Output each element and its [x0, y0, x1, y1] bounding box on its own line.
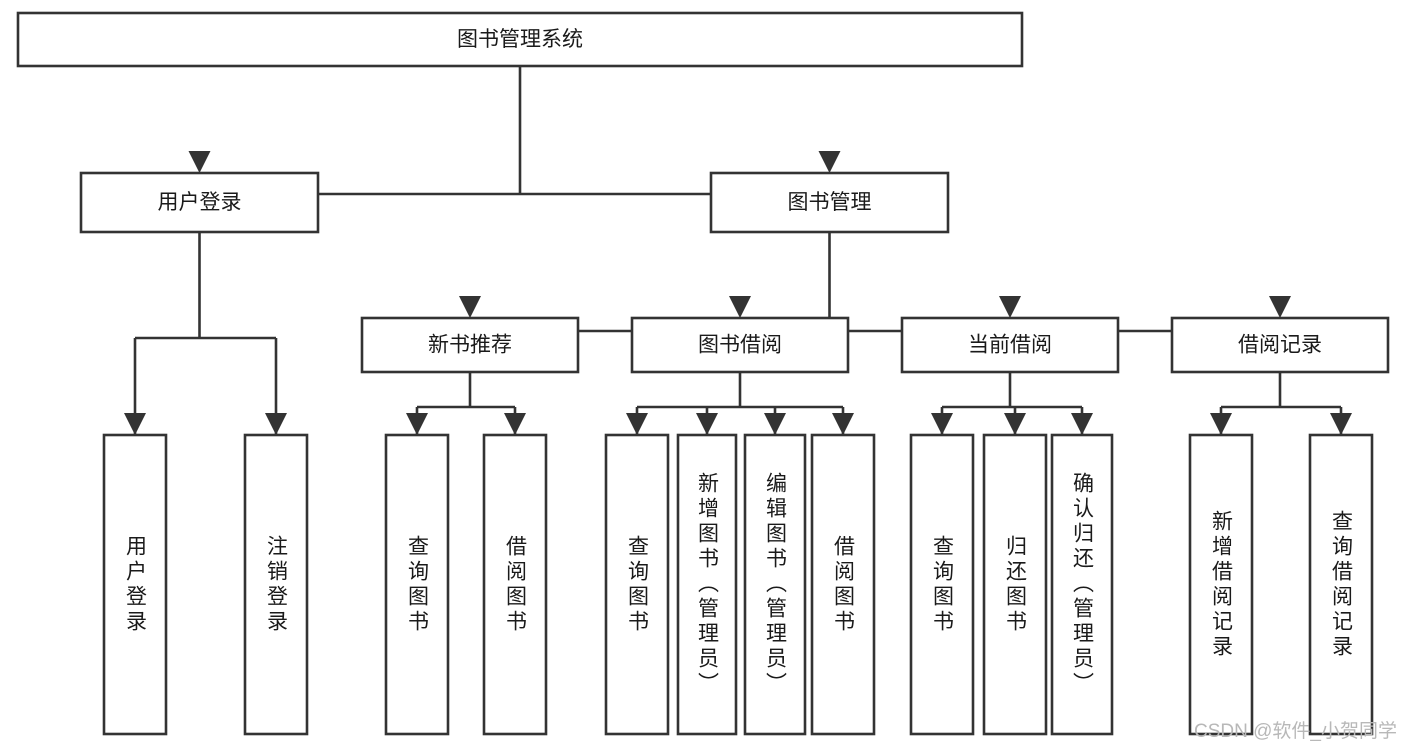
node-leaf-query-book-2[interactable]	[604, 433, 670, 736]
arrow-head-icon	[832, 413, 854, 435]
node-leaf-borrow-book-1[interactable]	[482, 433, 548, 736]
node-leaf-add-book-admin[interactable]	[676, 433, 738, 736]
node-leaf-query-borrow-record[interactable]	[1308, 433, 1374, 736]
edge-group-book-manage	[459, 232, 1291, 333]
arrow-head-icon	[729, 296, 751, 318]
arrow-head-icon	[931, 413, 953, 435]
node-box	[102, 433, 168, 736]
node-leaf-borrow-book-2[interactable]	[810, 433, 876, 736]
arrow-head-icon	[626, 413, 648, 435]
node-box	[743, 433, 807, 736]
node-box	[810, 433, 876, 736]
arrow-head-icon	[124, 413, 146, 435]
node-label: 借阅记录	[1238, 334, 1322, 357]
node-box	[482, 433, 548, 736]
node-box	[982, 433, 1048, 736]
node-box	[384, 433, 450, 736]
node-leaf-user-logout[interactable]	[243, 433, 309, 736]
arrow-head-icon	[265, 413, 287, 435]
edge-group-new-book-recommend	[406, 372, 526, 435]
node-leaf-return-book[interactable]	[982, 433, 1048, 736]
edge-group-user-login	[124, 232, 287, 435]
node-current-borrow[interactable]: 当前借阅	[900, 316, 1120, 374]
node-leaf-query-book-3[interactable]	[909, 433, 975, 736]
node-root[interactable]: 图书管理系统	[16, 11, 1024, 68]
node-box	[16, 11, 1024, 68]
node-box	[1170, 316, 1390, 374]
arrow-head-icon	[1330, 413, 1352, 435]
node-box	[909, 433, 975, 736]
node-leaf-user-login[interactable]	[102, 433, 168, 736]
node-borrow-record[interactable]: 借阅记录	[1170, 316, 1390, 374]
node-book-manage[interactable]: 图书管理	[709, 171, 950, 234]
node-label: 新书推荐	[428, 334, 512, 357]
edge-group-borrow-record	[1210, 372, 1352, 435]
node-box	[360, 316, 580, 374]
node-box	[1308, 433, 1374, 736]
node-label: 图书借阅	[698, 334, 782, 357]
node-label: 图书管理系统	[457, 28, 583, 51]
node-leaf-add-borrow-record[interactable]	[1188, 433, 1254, 736]
arrow-head-icon	[504, 413, 526, 435]
node-label: 当前借阅	[968, 334, 1052, 357]
node-box	[900, 316, 1120, 374]
node-leaf-confirm-return-admin[interactable]	[1050, 433, 1114, 736]
node-box	[709, 171, 950, 234]
watermark-text: CSDN @软件_小贺同学	[1194, 721, 1397, 742]
node-user-login[interactable]: 用户登录	[79, 171, 320, 234]
arrow-head-icon	[1004, 413, 1026, 435]
arrow-head-icon	[188, 151, 211, 173]
node-box	[604, 433, 670, 736]
node-book-borrow[interactable]: 图书借阅	[630, 316, 850, 374]
edge-group-current-borrow	[931, 372, 1093, 435]
edge-group-book-borrow	[626, 372, 854, 435]
arrow-head-icon	[696, 413, 718, 435]
node-box	[1188, 433, 1254, 736]
node-leaf-query-book-1[interactable]	[384, 433, 450, 736]
arrow-head-icon	[406, 413, 428, 435]
node-leaf-edit-book-admin[interactable]	[743, 433, 807, 736]
node-box	[79, 171, 320, 234]
arrow-head-icon	[818, 151, 841, 173]
node-label: 图书管理	[788, 191, 872, 214]
edges-layer	[124, 66, 1352, 435]
node-box	[676, 433, 738, 736]
node-box	[243, 433, 309, 736]
arrow-head-icon	[1210, 413, 1232, 435]
node-box	[630, 316, 850, 374]
node-new-book-recommend[interactable]: 新书推荐	[360, 316, 580, 374]
arrow-head-icon	[459, 296, 481, 318]
arrow-head-icon	[1071, 413, 1093, 435]
arrow-head-icon	[764, 413, 786, 435]
arrow-head-icon	[999, 296, 1021, 318]
arrow-head-icon	[1269, 296, 1291, 318]
node-box	[1050, 433, 1114, 736]
node-label: 用户登录	[158, 191, 242, 214]
